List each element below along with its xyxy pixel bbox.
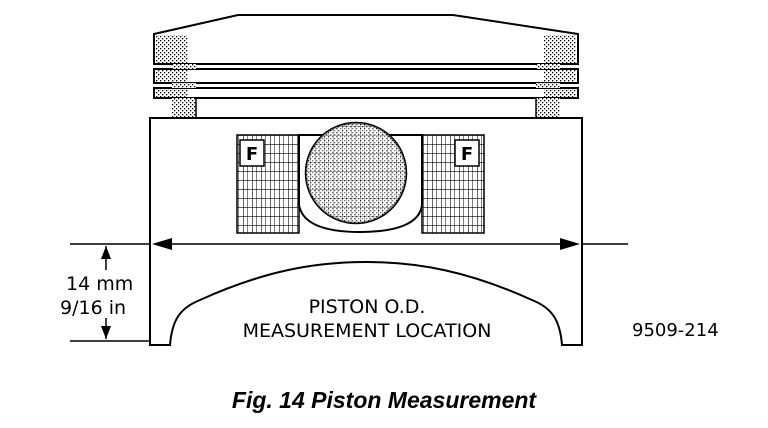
ring-land-1	[153, 68, 579, 84]
od-arrow-left	[152, 238, 172, 250]
piston-crown	[153, 14, 579, 65]
figure-code: 9509-214	[632, 320, 719, 341]
dim-mm-label: 14 mm	[66, 273, 133, 295]
marker-left: F	[246, 144, 258, 165]
crown-shade-right	[544, 35, 576, 63]
label-line1: PISTON O.D.	[309, 296, 426, 318]
label-line2: MEASUREMENT LOCATION	[243, 320, 492, 342]
marker-right-box	[454, 139, 480, 167]
od-arrow-right	[560, 238, 580, 250]
height-arrow-bottom	[101, 326, 111, 339]
marker-left-box	[239, 139, 265, 167]
grid-right	[421, 134, 485, 234]
marker-right: F	[461, 144, 473, 165]
height-arrow-top	[101, 246, 111, 259]
dim-in-label: 9/16 in	[60, 297, 126, 319]
figure-caption: Fig. 14 Piston Measurement	[232, 387, 538, 413]
crown-shade-left	[156, 35, 188, 63]
ring-land-2	[153, 87, 579, 99]
